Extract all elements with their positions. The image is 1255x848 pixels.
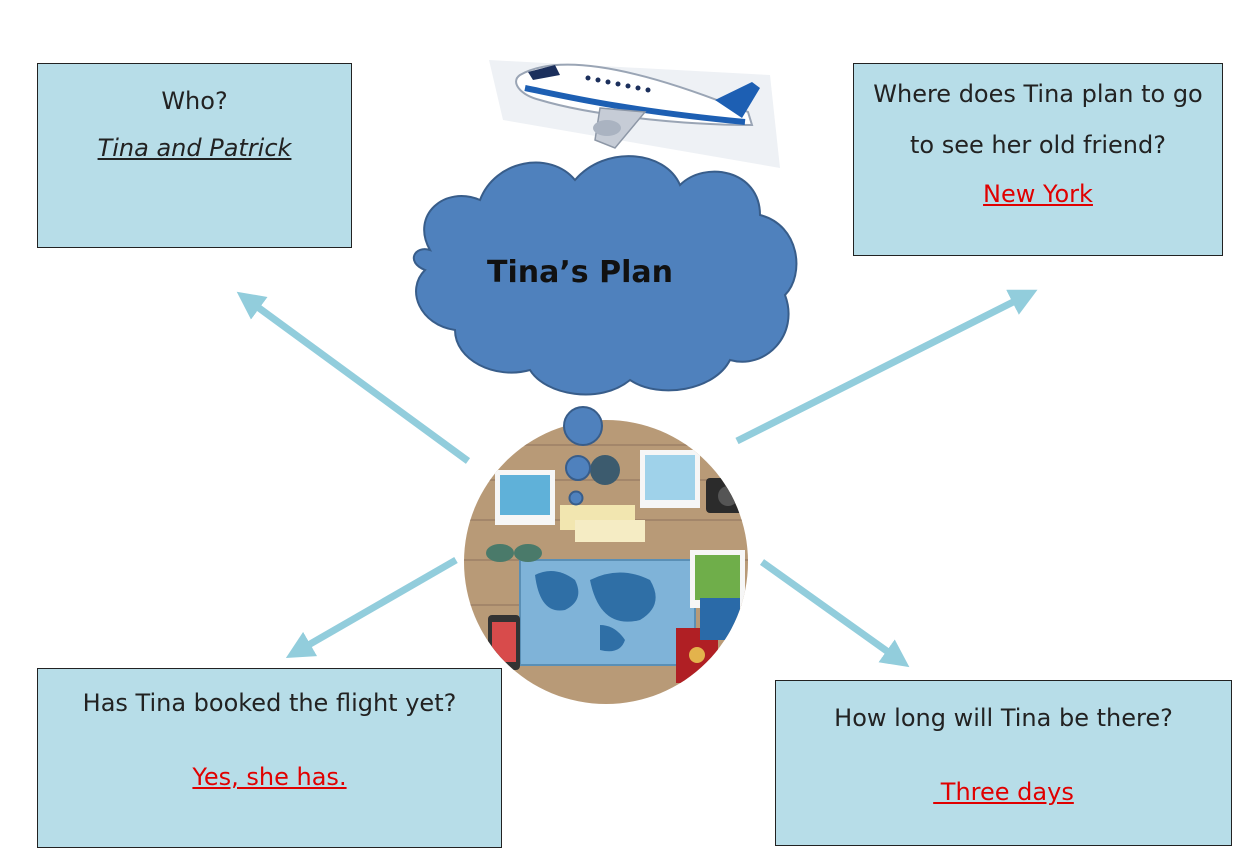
center-title: Tina’s Plan [487, 255, 673, 290]
arrow-to-who [236, 291, 471, 464]
arrow-to-booked [285, 556, 458, 658]
question-howlong: How long will Tina be there? [834, 704, 1173, 732]
box-where: Where does Tina plan to go to see her ol… [853, 63, 1223, 256]
arrow-to-where [735, 289, 1038, 445]
box-booked: Has Tina booked the flight yet? Yes, she… [37, 668, 502, 848]
question-where-line1: Where does Tina plan to go [873, 80, 1203, 108]
cloud-shape [412, 155, 798, 396]
question-booked: Has Tina booked the flight yet? [82, 689, 457, 717]
answer-who: Tina and Patrick [97, 133, 292, 162]
answer-howlong: Three days [933, 777, 1074, 806]
question-where-line2: to see her old friend? [909, 130, 1166, 159]
airplane-illustration [489, 60, 780, 168]
box-who: Who? Tina and Patrick [37, 63, 352, 248]
arrow-to-howlong [759, 559, 910, 668]
thought-bubbles [563, 406, 603, 506]
answer-where: New York [983, 179, 1093, 208]
answer-booked: Yes, she has. [192, 762, 347, 791]
travel-desk-photo [464, 420, 748, 704]
box-howlong: How long will Tina be there? Three days [775, 680, 1232, 846]
question-who: Who? [161, 87, 228, 115]
